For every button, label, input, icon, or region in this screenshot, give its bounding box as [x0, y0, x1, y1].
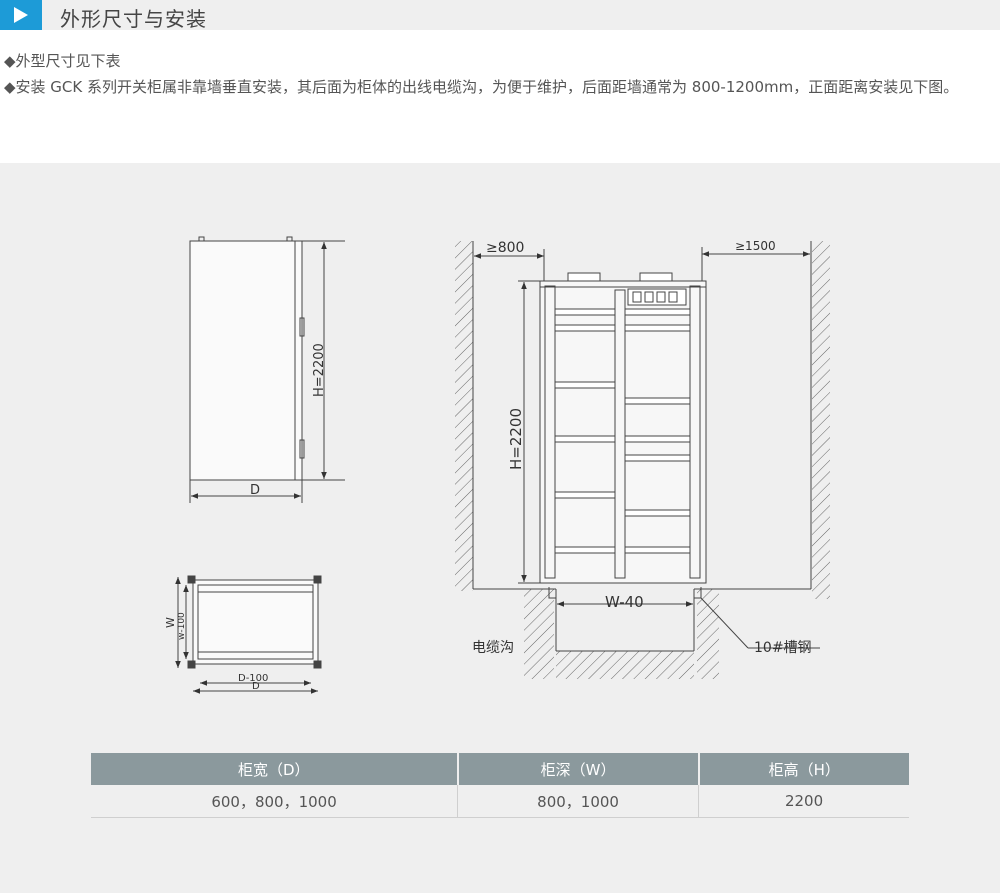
top-w100-label: w-100 — [177, 612, 187, 640]
top-d100-label: D-100 — [238, 673, 268, 684]
gap-right-label: ≥1500 — [735, 239, 776, 253]
header-width: 柜宽（D） — [91, 753, 459, 785]
installation-view — [455, 241, 830, 679]
top-d-label: D — [252, 681, 260, 692]
table-row: 600，800，1000 800，1000 2200 — [91, 785, 909, 818]
top-w-label: W — [164, 617, 177, 628]
front-width-label: D — [250, 483, 260, 498]
installation-drawing: H=2200 D W w-100 D-100 D — [164, 236, 830, 694]
cell-height: 2200 — [698, 785, 909, 818]
cell-depth: 800，1000 — [457, 785, 700, 818]
install-height-label: H=2200 — [507, 408, 525, 470]
gap-left-label: ≥800 — [486, 240, 524, 256]
header-depth: 柜深（W） — [457, 753, 700, 785]
section-title: 外形尺寸与安装 — [60, 7, 207, 31]
cable-trench-label: 电缆沟 — [472, 640, 514, 656]
install-w40-label: W-40 — [605, 593, 644, 611]
cell-width: 600，800，1000 — [91, 785, 459, 818]
play-icon — [0, 0, 42, 30]
intro-line-1: ◆外型尺寸见下表 — [4, 52, 121, 70]
channel-steel-label: 10#槽钢 — [754, 640, 812, 656]
spec-table-header: 柜宽（D） 柜深（W） 柜高（H） — [91, 753, 909, 785]
front-height-label: H=2200 — [312, 343, 327, 397]
section-header: 外形尺寸与安装 — [0, 0, 1000, 31]
drawing-panel: H=2200 D W w-100 D-100 D — [0, 163, 1000, 893]
front-view — [189, 236, 345, 503]
intro-line-2: ◆安装 GCK 系列开关柜属非靠墙垂直安装，其后面为柜体的出线电缆沟，为便于维护… — [4, 78, 959, 96]
intro-text: ◆外型尺寸见下表 ◆安装 GCK 系列开关柜属非靠墙垂直安装，其后面为柜体的出线… — [4, 48, 1000, 100]
top-view — [175, 575, 322, 694]
spec-table: 柜宽（D） 柜深（W） 柜高（H） 600，800，1000 800，1000 … — [91, 753, 909, 818]
header-height: 柜高（H） — [698, 753, 909, 785]
